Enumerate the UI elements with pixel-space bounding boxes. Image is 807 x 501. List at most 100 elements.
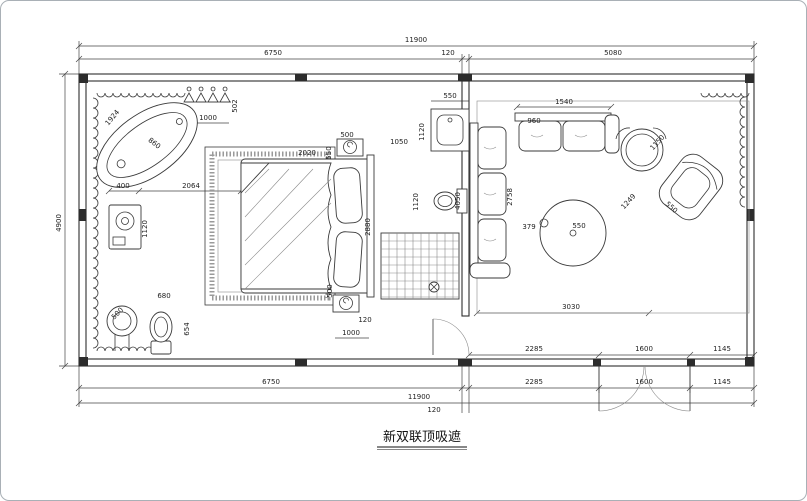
sofa-side-back — [469, 122, 479, 270]
dim-label-wall-tv: 1050 — [390, 138, 408, 146]
lounge-chair-body — [658, 153, 724, 221]
door-swing-arc — [432, 318, 470, 356]
toilet-center — [433, 188, 468, 214]
extension-lines-bottom — [78, 366, 755, 413]
vanity-tray — [112, 236, 126, 246]
dim-label-rack-w: 1000 — [199, 114, 217, 122]
plan-title: 新双联顶吸遮 — [383, 429, 461, 445]
basin-faucet-icon — [447, 117, 453, 123]
lamp-spiral-icon — [343, 297, 349, 304]
toilet-bowl-inner — [437, 195, 453, 207]
dim-label-rowB-b: 2285 — [525, 378, 543, 386]
dim-label-wc2-d: 654 — [183, 322, 191, 336]
shower-grid — [381, 233, 459, 299]
nightstand-top — [336, 138, 364, 157]
basin-bowl — [436, 114, 464, 146]
sink-pedestal — [114, 334, 130, 351]
dim-label-wc-w: 1120 — [412, 193, 420, 211]
dim-label-basin-w: 550 — [443, 92, 456, 100]
coffee-table-top — [539, 199, 607, 267]
dim-label-bed-len: 2880 — [364, 218, 372, 236]
wall-pier — [458, 74, 472, 81]
door-swing-arc — [644, 365, 691, 412]
bathtub-inner — [106, 112, 188, 178]
dim-label-rowD-gap: 120 — [427, 406, 440, 414]
wall-pier — [458, 359, 472, 366]
table-lamp-icon — [343, 140, 357, 154]
dim-label-top-total: 11900 — [405, 36, 427, 44]
dim-label-bed-top-b: 500 — [340, 131, 353, 139]
wall-pier — [79, 357, 88, 366]
dimension-labels: 11900 6750 120 5080 4900 2285 1600 1145 … — [55, 36, 731, 414]
dim-label-vanity-w: 400 — [116, 182, 129, 190]
sofa-cushion — [518, 120, 562, 152]
nightstand-bottom-surface — [332, 294, 360, 313]
bathroom-door — [432, 318, 470, 356]
dim-label-rowA-a: 2285 — [525, 345, 543, 353]
dim-label-rowC-total: 11900 — [408, 393, 430, 401]
wall-pier — [745, 74, 754, 83]
coffee-table-center — [569, 229, 577, 237]
sofa-cushion — [562, 120, 606, 152]
bed-headboard — [366, 154, 375, 298]
dim-ticks-rowC — [75, 399, 758, 407]
dim-label-vanity-d: 1120 — [141, 220, 149, 238]
dim-label-foot-c: 1000 — [342, 329, 360, 337]
sofa-side — [469, 122, 511, 279]
lounge-chair — [658, 153, 724, 221]
curtain-top-right — [700, 92, 750, 98]
sofa-armrest — [604, 114, 620, 154]
dim-label-sofa-top-d: 960 — [527, 117, 540, 125]
extension-lines-left — [59, 73, 79, 367]
dim-ticks-top-total — [75, 42, 758, 50]
curtains — [92, 92, 750, 352]
dim-label-chair-a: 1249 — [620, 192, 638, 211]
sofa-cushion — [477, 172, 507, 216]
dim-ticks-sofa-top — [513, 103, 615, 111]
dim-label-top-b: 120 — [441, 49, 454, 57]
dim-label-bath-len: 4050 — [454, 192, 462, 210]
toilet-tank — [150, 340, 172, 355]
bathtub-drain-icon — [116, 159, 126, 169]
dim-label-tub-len: 1924 — [104, 108, 122, 127]
side-table-top — [620, 128, 664, 172]
curtain-top-left — [96, 92, 186, 98]
dim-label-rowB-a: 6750 — [262, 378, 280, 386]
entry-double-door — [598, 365, 691, 412]
toilet-tank — [456, 188, 468, 214]
coffee-table — [539, 199, 607, 267]
dim-label-wc2-w: 680 — [157, 292, 170, 300]
table-lamp-icon — [339, 296, 353, 310]
chair-back-arcs — [615, 127, 667, 140]
nightstand-bottom — [332, 294, 360, 313]
dim-label-bed-top-c: 550 — [325, 146, 333, 159]
rug-fringe-band — [209, 151, 331, 301]
title-block: 新双联顶吸遮 — [377, 429, 467, 450]
shower-floor — [380, 232, 460, 300]
toilet-bowl-inner — [154, 316, 168, 338]
dim-ticks-left — [61, 70, 69, 370]
shower-outline — [380, 232, 460, 300]
dim-label-basin-d: 1120 — [418, 123, 426, 141]
small-object-icon — [539, 218, 549, 228]
pillow — [333, 231, 363, 288]
drain-cross-icon — [430, 283, 438, 291]
pedestal-sink — [106, 305, 138, 351]
basin-cabinet — [430, 108, 470, 152]
sofa-armrest — [469, 262, 511, 279]
dim-label-sofa-side-len: 2758 — [506, 188, 514, 206]
vanity-drain-icon — [121, 217, 129, 225]
extension-lines-top — [78, 41, 755, 74]
dim-label-foot-a: 500 — [326, 284, 334, 297]
pillow — [333, 167, 363, 224]
quilt-corner-fold — [240, 162, 271, 195]
bathtub-outer — [96, 102, 198, 188]
wall-pier — [593, 359, 601, 366]
dim-label-rack-d: 502 — [231, 99, 239, 112]
dim-label-coffee-gap: 379 — [522, 223, 535, 231]
dimension-lines — [61, 42, 758, 407]
dim-label-left-total: 4900 — [55, 214, 63, 232]
wall-pier — [79, 74, 88, 83]
